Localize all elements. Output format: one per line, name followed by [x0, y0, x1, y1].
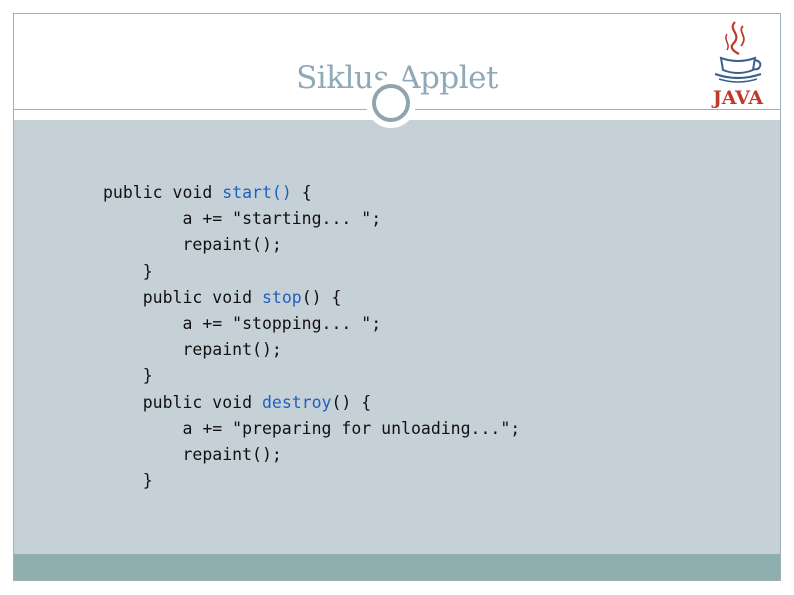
logo-text: JAVA [711, 87, 764, 109]
code-line-8: } [103, 366, 153, 386]
code-line-3: repaint(); [103, 235, 282, 255]
code-line-12: } [103, 471, 153, 491]
method-name-destroy: destroy [261, 392, 332, 412]
method-name-stop: stop [261, 287, 302, 307]
code-line-2: a += "starting... "; [103, 209, 382, 229]
code-line-11: repaint(); [103, 445, 282, 465]
content-area [14, 120, 780, 554]
divider-ornament-circle [372, 84, 410, 122]
code-block: public void start() { a += "starting... … [103, 180, 520, 494]
code-line-4: } [103, 261, 153, 281]
code-line-9: public void destroy() { [103, 392, 372, 412]
code-line-1: public void start() { [103, 183, 312, 202]
code-line-7: repaint(); [103, 340, 282, 360]
java-logo-icon: JAVA [711, 21, 764, 109]
code-line-5: public void stop() { [103, 287, 342, 307]
footer-bar [14, 554, 780, 580]
code-line-6: a += "stopping... "; [103, 314, 382, 334]
method-name-start: start() [222, 183, 292, 202]
code-line-10: a += "preparing for unloading..."; [103, 418, 521, 438]
